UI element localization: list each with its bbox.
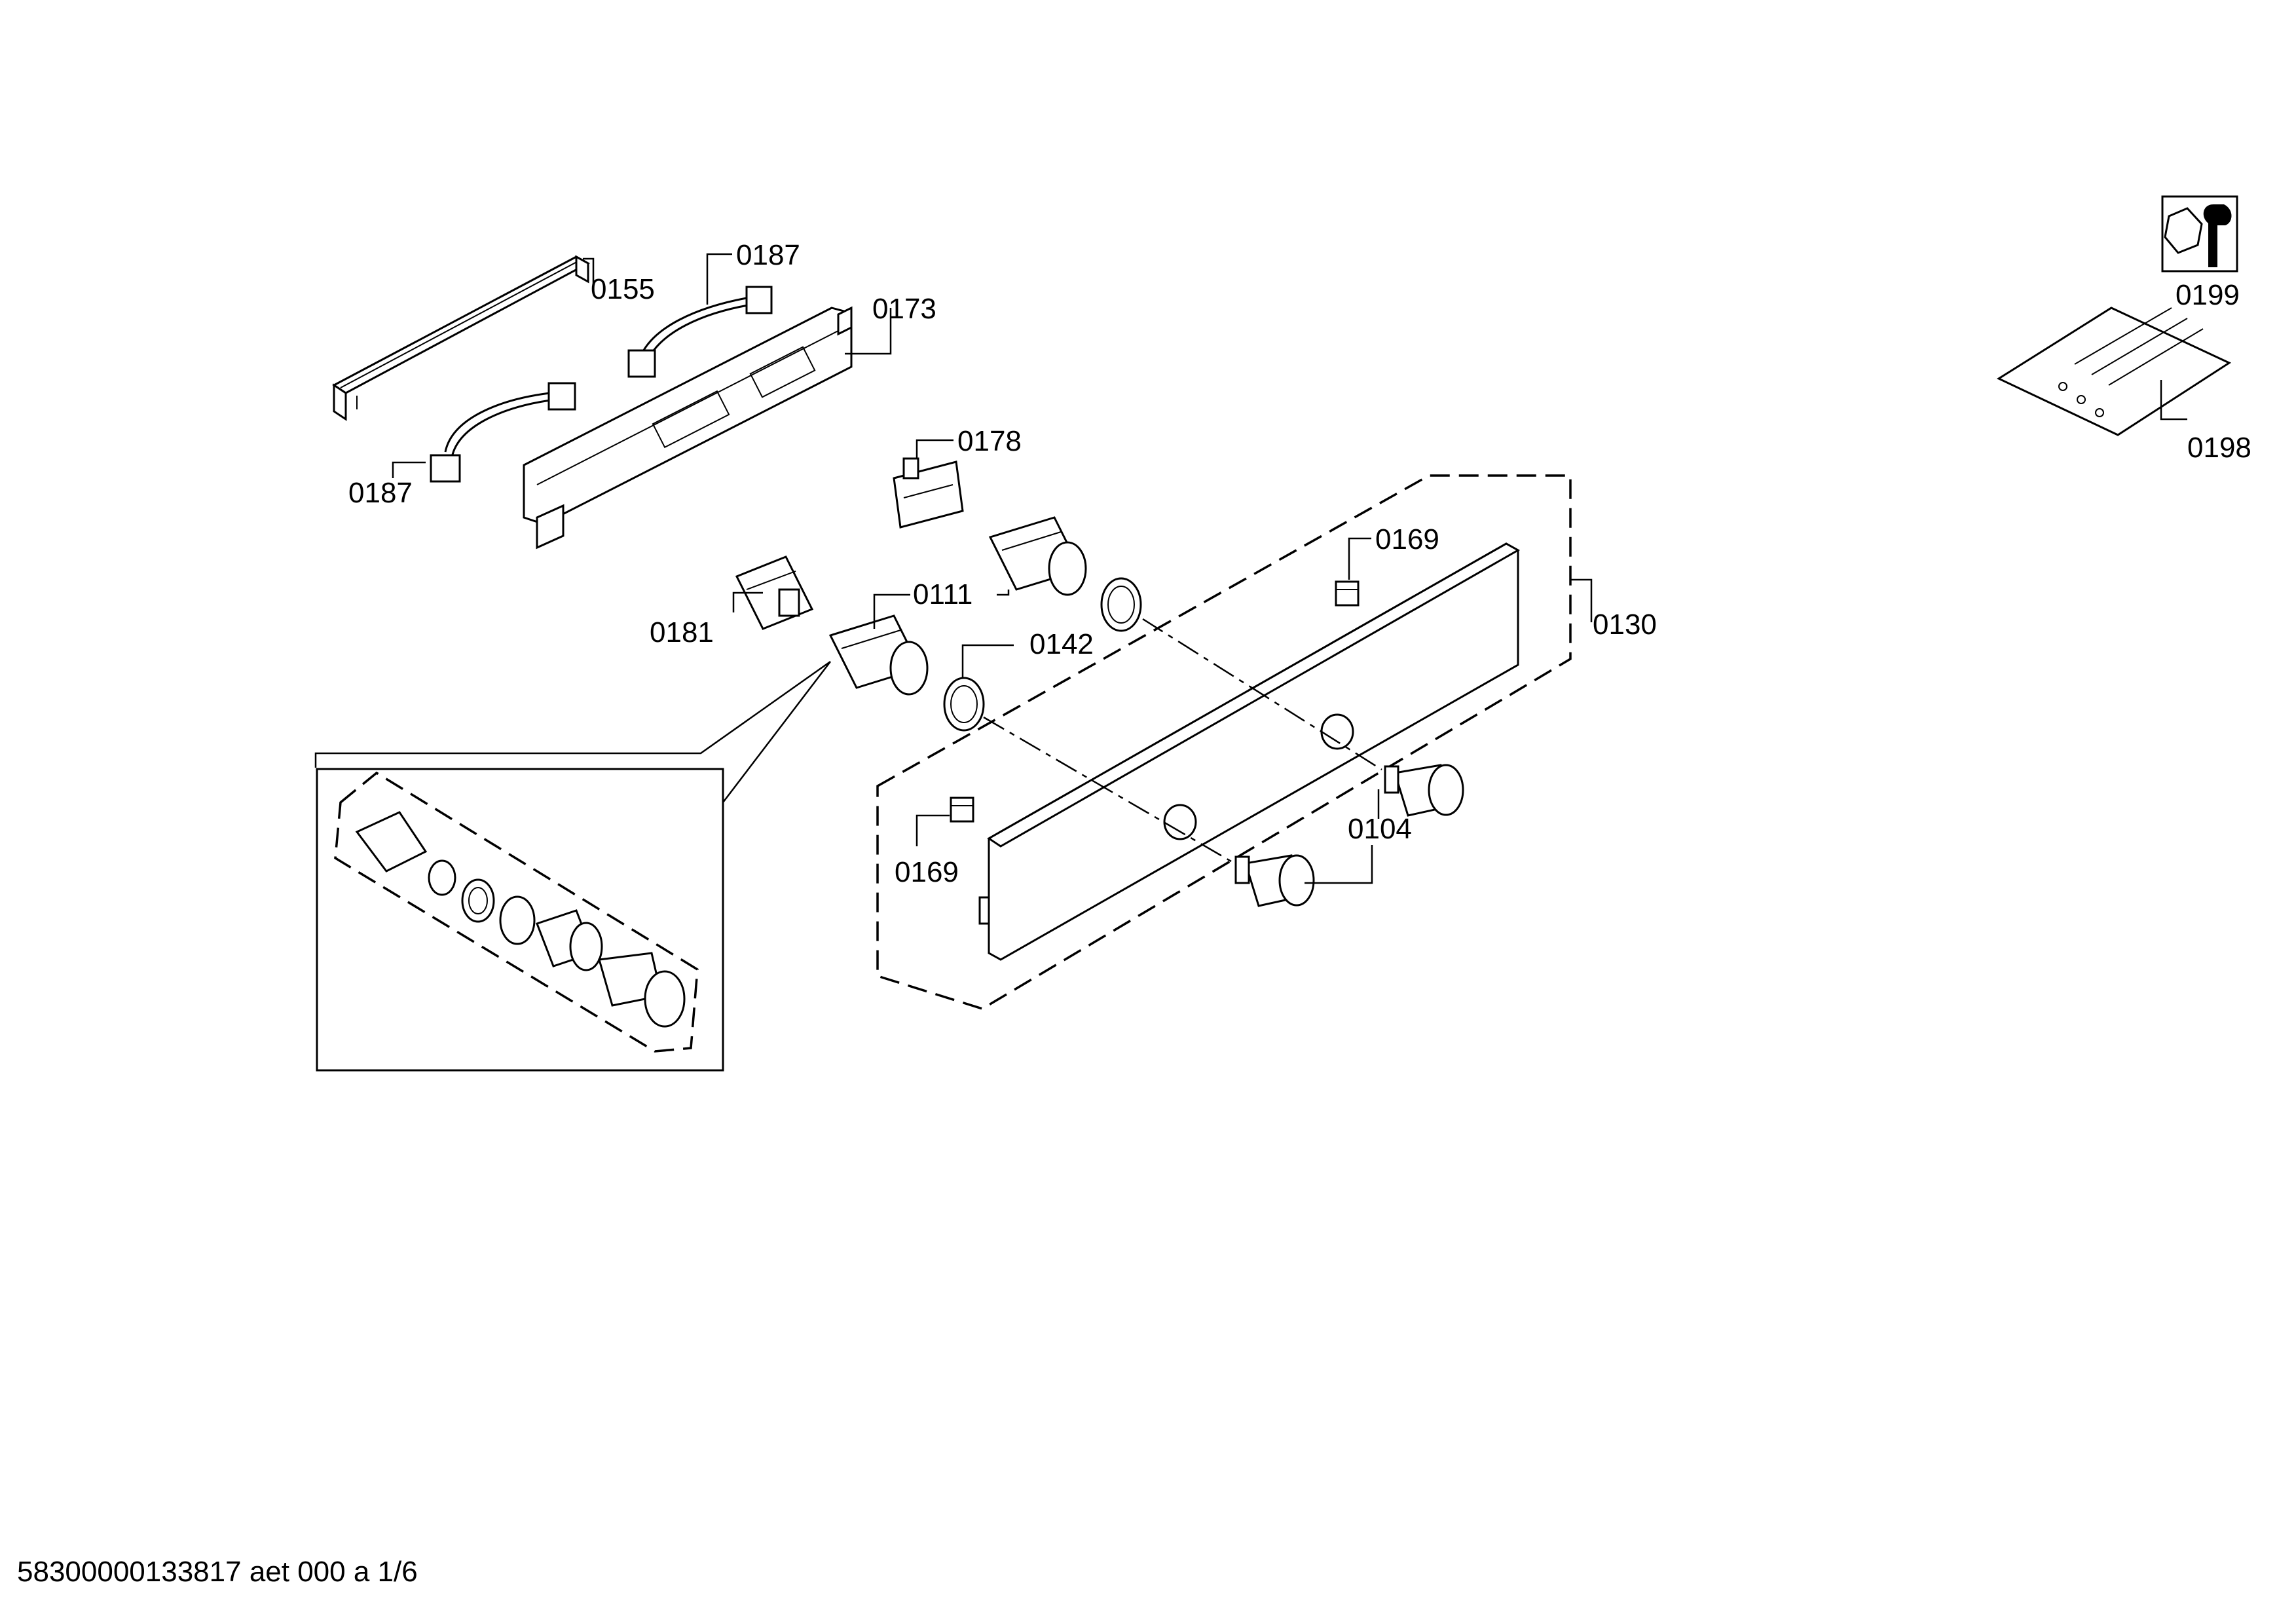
wrench-nut-icon — [2161, 195, 2238, 272]
part-0142-ring-upper — [1100, 577, 1142, 632]
part-0187-cable-left — [430, 382, 576, 483]
leader-0181 — [732, 591, 763, 612]
leader-0104 — [1305, 789, 1380, 884]
part-0178-switch-bracket — [893, 457, 964, 529]
document-reference: 58300000133817 aet 000 a 1/6 — [17, 1556, 418, 1588]
callout-0169-left[interactable]: 0169 — [895, 856, 959, 888]
callout-0169-top[interactable]: 0169 — [1375, 523, 1439, 555]
part-0181-switch-bracket — [735, 555, 814, 630]
part-0130-panel-boundary — [876, 474, 1572, 1010]
part-0111-switch-lower — [828, 614, 929, 696]
callout-0187-top[interactable]: 0187 — [736, 239, 800, 271]
callout-0198[interactable]: 0198 — [2187, 432, 2251, 464]
leader-0187-left — [392, 461, 426, 478]
leader-0173 — [845, 308, 892, 355]
leader-0142 — [961, 644, 1014, 678]
callout-0178[interactable]: 0178 — [957, 425, 1022, 457]
callout-0173[interactable]: 0173 — [872, 293, 936, 325]
part-0169-clip-top — [1335, 580, 1360, 607]
part-0111-switch-upper — [988, 516, 1087, 596]
detail-inset-frame — [316, 768, 724, 1072]
callout-0199[interactable]: 0199 — [2176, 279, 2240, 311]
part-0187-cable-top — [627, 286, 773, 378]
part-0169-clip-left — [950, 797, 974, 823]
screw-bag-icon — [1996, 307, 2232, 436]
leader-0130 — [1570, 578, 1593, 622]
part-0173-module-bracket — [523, 306, 853, 550]
assembly-axis-lines — [983, 618, 1382, 863]
leader-0187-top — [706, 253, 732, 305]
part-0130-control-panel — [978, 542, 1521, 961]
callout-0111[interactable]: 0111 — [913, 578, 972, 610]
detail-inset-components — [355, 811, 686, 1028]
callout-0155[interactable]: 0155 — [591, 273, 655, 305]
callout-0130[interactable]: 0130 — [1593, 609, 1657, 641]
detail-callout-lines — [314, 660, 831, 803]
leader-0169-top — [1348, 537, 1371, 580]
leader-0155 — [583, 257, 595, 288]
callout-0104[interactable]: 0104 — [1348, 813, 1412, 845]
leader-0169-left — [916, 814, 950, 846]
callout-0142[interactable]: 0142 — [1029, 628, 1094, 660]
part-0155-rail — [332, 255, 591, 421]
callout-0187-left[interactable]: 0187 — [348, 477, 413, 509]
part-0104-knob-left — [1234, 854, 1315, 907]
leader-0178 — [916, 439, 954, 459]
part-0104-knob-right — [1384, 764, 1464, 817]
part-0142-ring-lower — [943, 677, 985, 732]
leader-0111 — [873, 590, 1010, 629]
leader-0198 — [2160, 380, 2187, 421]
callout-0181[interactable]: 0181 — [650, 616, 714, 648]
